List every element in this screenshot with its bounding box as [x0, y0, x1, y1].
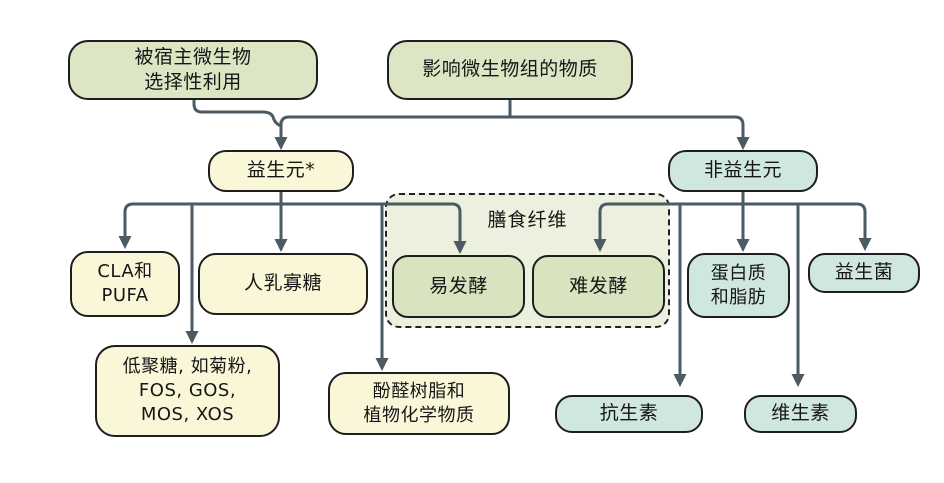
- node-easily-fermentable: 易发酵: [392, 255, 525, 318]
- node-substances-label: 影响微生物组的物质: [422, 58, 598, 81]
- node-antibiotics-label: 抗生素: [599, 402, 659, 425]
- node-oligo-line1: 低聚糖, 如菊粉,: [122, 356, 253, 378]
- node-protein-and-fat: 蛋白质 和脂肪: [687, 253, 790, 318]
- node-human-milk-oligosaccharides: 人乳寡糖: [198, 253, 368, 315]
- node-cla-line2: PUFA: [101, 285, 149, 306]
- node-probiotics: 益生菌: [808, 253, 920, 293]
- node-protein-line2: 和脂肪: [710, 286, 767, 308]
- node-substances-affecting-microbiome: 影响微生物组的物质: [387, 40, 633, 100]
- node-phenolics-phytochemicals: 酚醛树脂和 植物化学物质: [328, 372, 510, 435]
- edge-substances-to-nonprebiotics: [279, 115, 750, 151]
- node-vitamins-label: 维生素: [771, 402, 830, 425]
- node-cla-line1: CLA和: [97, 261, 153, 283]
- node-antibiotics: 抗生素: [555, 395, 703, 433]
- node-oligo-line2: FOS, GOS,: [138, 380, 237, 402]
- node-fermentable-label: 易发酵: [429, 274, 488, 297]
- node-host-line1: 被宿主微生物: [134, 45, 252, 68]
- node-cla-pufa: CLA和 PUFA: [70, 251, 180, 317]
- node-hmo-label: 人乳寡糖: [243, 272, 322, 295]
- node-non-fermentable-label: 难发酵: [569, 274, 628, 297]
- dietary-fiber-label: 膳食纤维: [487, 209, 568, 231]
- edge-prebiotics-bar-to-fermentable: [123, 202, 467, 255]
- node-hard-to-ferment: 难发酵: [532, 255, 665, 318]
- node-prebiotics-label: 益生元*: [246, 159, 316, 182]
- node-oligosaccharides: 低聚糖, 如菊粉, FOS, GOS, MOS, XOS: [95, 345, 280, 437]
- node-non-prebiotics-label: 非益生元: [703, 159, 782, 182]
- node-protein-line1: 蛋白质: [710, 262, 767, 284]
- node-oligo-line3: MOS, XOS: [140, 403, 235, 425]
- node-phenolics-line1: 酚醛树脂和: [372, 380, 466, 402]
- node-phenolics-line2: 植物化学物质: [363, 404, 475, 426]
- node-prebiotics: 益生元*: [208, 150, 354, 192]
- node-host-line2: 选择性利用: [144, 71, 242, 93]
- node-probiotics-label: 益生菌: [834, 261, 894, 284]
- node-non-prebiotics: 非益生元: [668, 150, 818, 192]
- edge-host-to-prebiotics: [192, 100, 282, 128]
- edge-nonprebiotics-bar-to-probiotics: [598, 202, 872, 252]
- node-vitamins: 维生素: [744, 395, 857, 433]
- node-host-selective-use: 被宿主微生物 选择性利用: [68, 40, 318, 100]
